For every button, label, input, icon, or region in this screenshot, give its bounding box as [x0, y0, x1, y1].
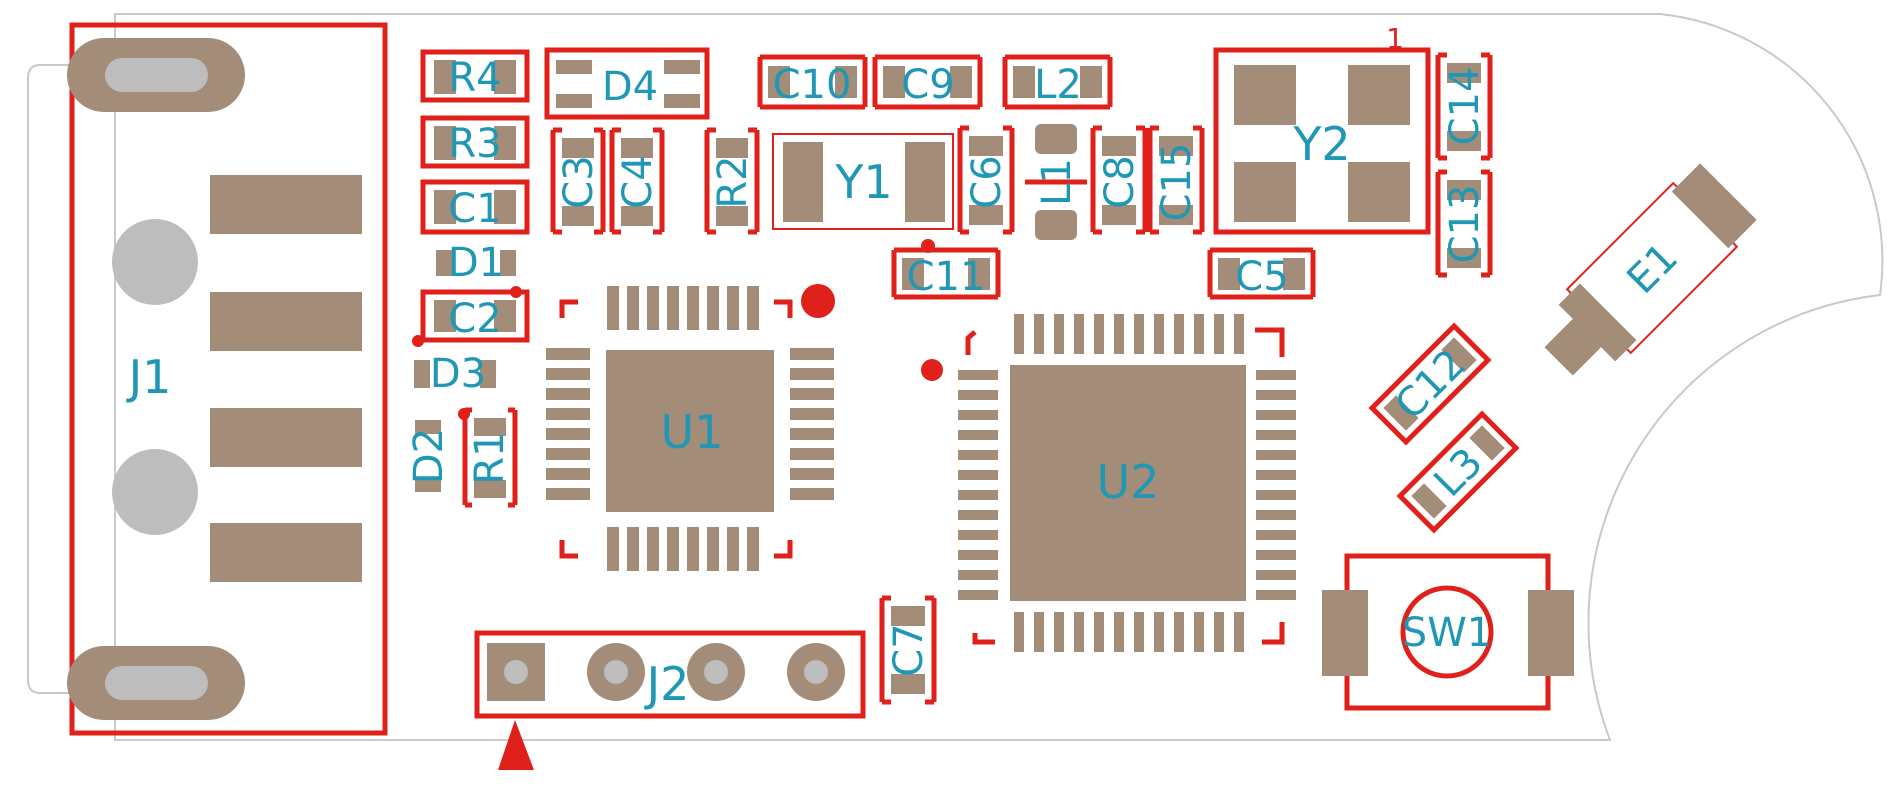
- component-r4: R4: [420, 49, 530, 103]
- component-l1: L1: [1025, 124, 1087, 240]
- u2-pins-left: [958, 370, 998, 600]
- designator-d2: D2: [406, 428, 452, 484]
- designator-c3: C3: [556, 155, 602, 208]
- component-d2: D2: [406, 420, 452, 492]
- component-c13: C13: [1435, 169, 1493, 278]
- designator-c11: C11: [907, 254, 986, 300]
- component-d3: D3: [412, 335, 496, 397]
- component-j2: J2: [474, 630, 866, 770]
- designator-c14: C14: [1442, 67, 1488, 146]
- designator-c15: C15: [1154, 143, 1200, 222]
- component-c15: C15: [1147, 125, 1205, 235]
- component-c1: C1: [420, 179, 530, 235]
- u2-pins-bottom: [1014, 612, 1244, 652]
- designator-c8: C8: [1097, 155, 1143, 208]
- designator-j2: J2: [644, 657, 690, 711]
- designator-d1: D1: [448, 240, 504, 286]
- component-r2: R2: [704, 127, 760, 235]
- designator-l2: L2: [1034, 62, 1082, 108]
- component-c9: C9: [872, 54, 983, 110]
- component-c14: C14: [1435, 52, 1493, 161]
- component-c5: C5: [1207, 247, 1316, 300]
- component-sw1: SW1: [1322, 553, 1574, 711]
- u2-pins-right: [1256, 370, 1296, 600]
- u1-pins-left: [546, 348, 590, 500]
- pin1-marker: 1: [1386, 22, 1404, 55]
- designator-r2: R2: [710, 155, 756, 208]
- component-c4: C4: [609, 127, 665, 235]
- designator-j1: J1: [126, 350, 172, 404]
- designator-d3: D3: [430, 351, 486, 397]
- u2-pins-top: [1014, 314, 1244, 354]
- designator-c5: C5: [1235, 254, 1288, 300]
- designator-c6: C6: [964, 155, 1010, 208]
- u1-pins-bottom: [607, 527, 759, 571]
- component-u2: U2: [921, 314, 1296, 652]
- designator-y2: Y2: [1292, 117, 1350, 171]
- designator-u2: U2: [1097, 455, 1160, 509]
- component-e1: E1: [1544, 163, 1757, 376]
- component-c11: C11: [891, 239, 1001, 300]
- designator-r4: R4: [448, 55, 501, 101]
- component-c2: C2: [420, 289, 530, 343]
- component-d1: D1: [436, 240, 522, 298]
- designator-c4: C4: [615, 155, 661, 208]
- u1-pins-right: [790, 348, 834, 500]
- designator-sw1: SW1: [1402, 610, 1492, 656]
- u1-pins-top: [607, 286, 759, 330]
- board-outline: [27, 13, 1884, 741]
- component-j1: J1: [67, 22, 388, 736]
- component-r3: R3: [420, 115, 530, 169]
- designator-u1: U1: [661, 405, 724, 459]
- designator-y1: Y1: [834, 155, 892, 209]
- component-c3: C3: [550, 127, 606, 235]
- designator-r3: R3: [448, 121, 501, 167]
- designator-c13: C13: [1442, 185, 1488, 264]
- component-y2: 1 Y2: [1213, 22, 1431, 235]
- component-d4: D4: [544, 47, 710, 120]
- designator-c10: C10: [773, 62, 852, 108]
- designator-c7: C7: [886, 623, 932, 676]
- designator-d4: D4: [602, 64, 658, 110]
- component-l2: L2: [1002, 54, 1113, 110]
- component-u1: U1: [546, 284, 835, 571]
- component-c10: C10: [757, 54, 868, 110]
- component-c8: C8: [1090, 125, 1148, 235]
- designator-c2: C2: [448, 296, 501, 342]
- component-y1: Y1: [772, 133, 954, 230]
- designator-c9: C9: [901, 62, 954, 108]
- designator-l1: L1: [1034, 158, 1080, 206]
- designator-e1: E1: [1619, 235, 1687, 303]
- designator-c1: C1: [448, 186, 501, 232]
- component-c6: C6: [957, 125, 1015, 235]
- component-r1: R1: [458, 407, 518, 508]
- designator-r1: R1: [467, 431, 513, 484]
- component-c7: C7: [879, 595, 937, 705]
